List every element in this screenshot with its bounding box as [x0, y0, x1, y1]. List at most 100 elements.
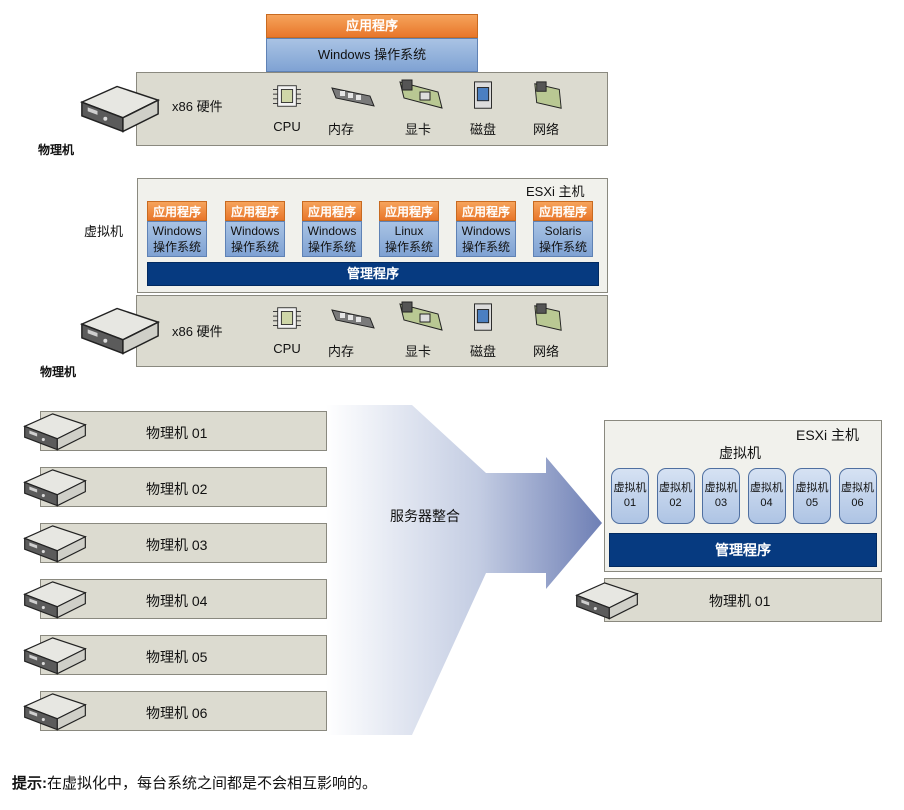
vm-app-label: 应用程序	[302, 201, 362, 221]
vm-os-suffix: 操作系统	[152, 240, 201, 254]
vm-os-name: Linux	[394, 224, 424, 238]
vm-box: 虚拟机 02	[656, 468, 695, 524]
target-hypervisor-bar: 管理程序	[609, 533, 877, 567]
top-os-layer: Windows 操作系统	[266, 38, 478, 72]
hw-label-cpu: CPU	[273, 341, 301, 356]
physical-machine-row: 物理机 03	[40, 523, 327, 563]
vm-box: 虚拟机 05	[793, 468, 831, 524]
vm-os-label: Linux 操作系统	[379, 221, 439, 257]
cpu-icon	[273, 80, 301, 112]
vm-tile: 应用程序 Windows 操作系统	[302, 201, 362, 259]
server-icon	[572, 576, 642, 624]
physical-machine-label: 物理机 01	[146, 425, 208, 441]
vm-box: 虚拟机 03	[702, 468, 740, 524]
esxi-host-label: ESXi 主机	[526, 184, 585, 199]
server-icon	[20, 631, 90, 679]
vm-box-number: 06	[851, 497, 864, 509]
vm-os-name: Windows	[307, 224, 357, 238]
vm-side-label: 虚拟机	[84, 224, 124, 239]
disk-icon	[471, 302, 495, 334]
memory-icon	[330, 304, 376, 334]
vm-os-name: Windows	[152, 224, 202, 238]
disk-icon	[471, 80, 495, 112]
vm-box-number: 05	[805, 497, 819, 509]
vm-os-suffix: 操作系统	[384, 240, 433, 254]
top-hardware-bar	[136, 72, 608, 146]
physical-machine-row: 物理机 02	[40, 467, 327, 507]
server-icon	[76, 78, 164, 138]
server-icon	[20, 407, 90, 455]
middle-hardware-label: x86 硬件	[172, 324, 223, 339]
vm-box-label: 虚拟机	[659, 482, 692, 494]
vm-box-label: 虚拟机	[613, 482, 647, 494]
note-text: 在虚拟化中，每台系统之间都是不会相互影响的。	[47, 775, 378, 792]
hw-label-memory: 内存	[327, 122, 354, 137]
vm-app-label: 应用程序	[225, 201, 285, 221]
vm-box-number: 02	[669, 497, 682, 509]
vm-os-name: Solaris	[544, 224, 582, 238]
server-icon	[20, 575, 90, 623]
note-prefix: 提示:	[12, 775, 47, 792]
network-card-icon	[531, 302, 565, 334]
vm-tile: 应用程序 Linux 操作系统	[379, 201, 439, 259]
top-machine-label: 物理机	[38, 143, 75, 157]
hw-label-network: 网络	[532, 344, 559, 359]
hw-label-memory: 内存	[327, 344, 354, 359]
physical-machine-label: 物理机 03	[146, 537, 208, 553]
consolidation-arrow	[326, 405, 602, 735]
hypervisor-bar: 管理程序	[147, 262, 599, 286]
graphics-card-icon	[398, 78, 444, 112]
vm-app-label: 应用程序	[379, 201, 439, 221]
note: 提示:在虚拟化中，每台系统之间都是不会相互影响的。	[12, 772, 377, 793]
vm-box-number: 01	[623, 497, 637, 509]
vm-os-suffix: 操作系统	[307, 240, 356, 254]
vm-os-label: Windows 操作系统	[147, 221, 207, 257]
network-card-icon	[531, 80, 565, 112]
vm-box: 虚拟机 04	[747, 468, 786, 524]
target-vm-group-label: 虚拟机	[719, 445, 761, 461]
hw-label-disk: 磁盘	[469, 344, 496, 359]
physical-machine-label: 物理机 06	[146, 705, 208, 721]
physical-machine-label: 物理机 05	[146, 649, 208, 665]
vm-os-label: Windows 操作系统	[302, 221, 362, 257]
physical-machine-row: 物理机 06	[40, 691, 327, 731]
vm-os-name: Windows	[230, 224, 280, 238]
vm-app-label: 应用程序	[147, 201, 207, 221]
target-esxi-label: ESXi 主机	[796, 427, 860, 443]
physical-machine-row: 物理机 05	[40, 635, 327, 675]
vm-tile: 应用程序 Windows 操作系统	[225, 201, 285, 259]
hw-label-cpu: CPU	[273, 119, 301, 134]
vm-box-label: 虚拟机	[704, 482, 738, 494]
middle-hardware-bar	[136, 295, 608, 367]
vm-os-label: Windows 操作系统	[456, 221, 516, 257]
vm-os-name: Windows	[461, 224, 511, 238]
hw-label-graphics: 显卡	[404, 122, 431, 137]
physical-machine-label: 物理机 04	[146, 593, 208, 609]
consolidation-label: 服务器整合	[390, 508, 460, 524]
hw-label-graphics: 显卡	[404, 344, 431, 359]
server-icon	[20, 519, 90, 567]
physical-machine-label: 物理机 02	[146, 481, 208, 497]
vm-box-number: 03	[714, 497, 728, 509]
vm-box: 虚拟机 01	[611, 468, 649, 524]
middle-machine-label: 物理机	[40, 365, 77, 379]
cpu-icon	[273, 302, 301, 334]
target-machine-label: 物理机 01	[709, 593, 771, 609]
vm-tile: 应用程序 Windows 操作系统	[147, 201, 207, 259]
vm-box-number: 04	[760, 497, 773, 509]
vm-box-label: 虚拟机	[750, 482, 783, 494]
vm-box-label: 虚拟机	[795, 482, 829, 494]
target-machine-bar	[604, 578, 882, 622]
server-icon	[20, 463, 90, 511]
server-icon	[76, 300, 164, 360]
physical-machine-row: 物理机 01	[40, 411, 327, 451]
vm-app-label: 应用程序	[456, 201, 516, 221]
vm-os-suffix: 操作系统	[538, 240, 587, 254]
vm-os-suffix: 操作系统	[461, 240, 510, 254]
vm-os-suffix: 操作系统	[230, 240, 279, 254]
graphics-card-icon	[398, 300, 444, 334]
top-app-layer: 应用程序	[266, 14, 478, 38]
memory-icon	[330, 82, 376, 112]
